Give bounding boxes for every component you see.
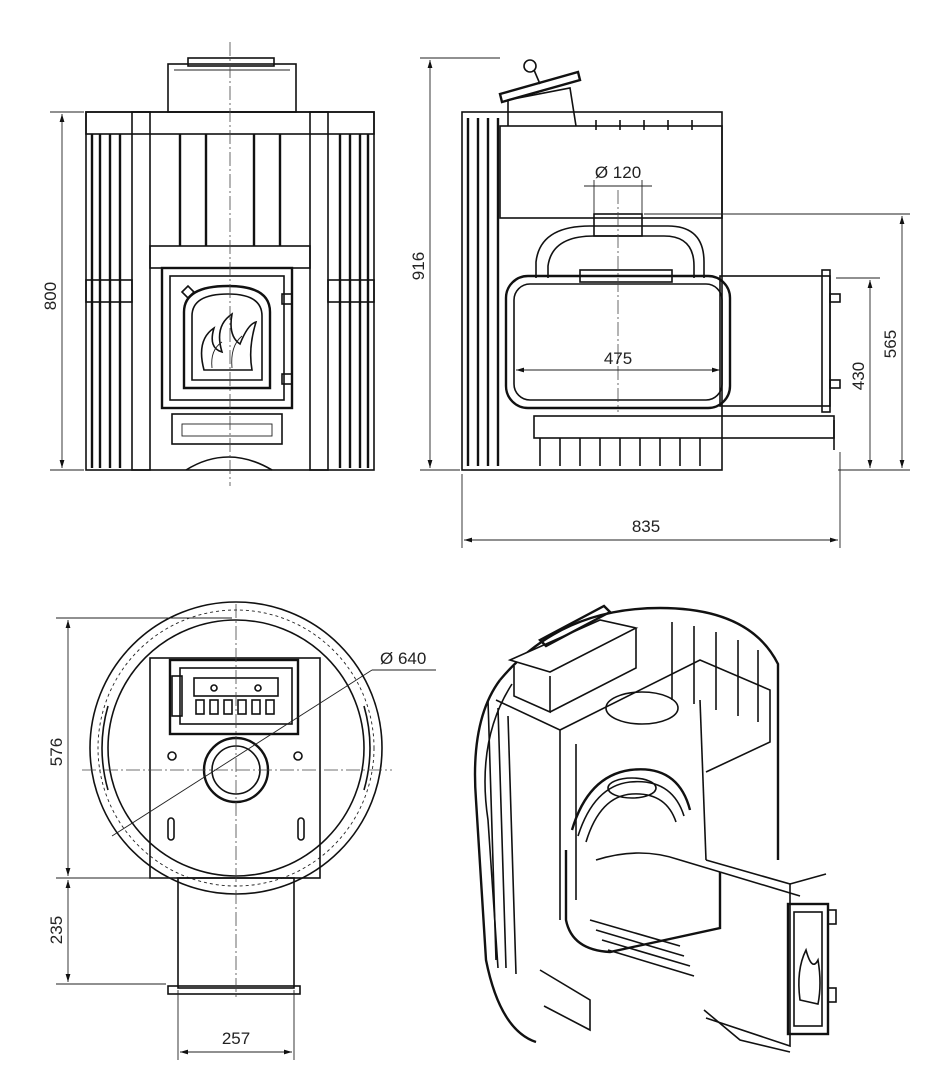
iso-rods-left (487, 699, 517, 975)
dim-side-height: 916 (409, 252, 428, 280)
top-view: Ø 640 576 235 257 (47, 601, 436, 1060)
dim-top-diameter: Ø 640 (380, 649, 426, 668)
dim-firebox-width: 475 (604, 349, 632, 368)
front-rods-left (90, 134, 122, 468)
dim-door-height: 430 (849, 362, 868, 390)
dim-top-depth: 576 (47, 738, 66, 766)
front-rods-right (338, 134, 370, 468)
top-door-vents (195, 699, 275, 715)
iso-grate (589, 919, 695, 977)
dim-flue-diameter: Ø 120 (595, 163, 641, 182)
dim-tunnel-length: 235 (47, 916, 66, 944)
side-top-ticks (595, 120, 693, 130)
front-slats (178, 134, 282, 246)
side-view: Ø 120 475 916 430 565 835 (409, 57, 910, 548)
dim-overall-depth: 835 (632, 517, 660, 536)
iso-rods-back (671, 622, 759, 722)
isometric-cutaway-view (473, 604, 837, 1053)
side-rods-left (466, 118, 500, 466)
front-view: 800 (41, 42, 375, 486)
side-grate (539, 438, 701, 466)
dim-flue-height: 565 (881, 330, 900, 358)
dim-front-height: 800 (41, 282, 60, 310)
front-door (160, 266, 294, 410)
dim-tunnel-width: 257 (222, 1029, 250, 1048)
